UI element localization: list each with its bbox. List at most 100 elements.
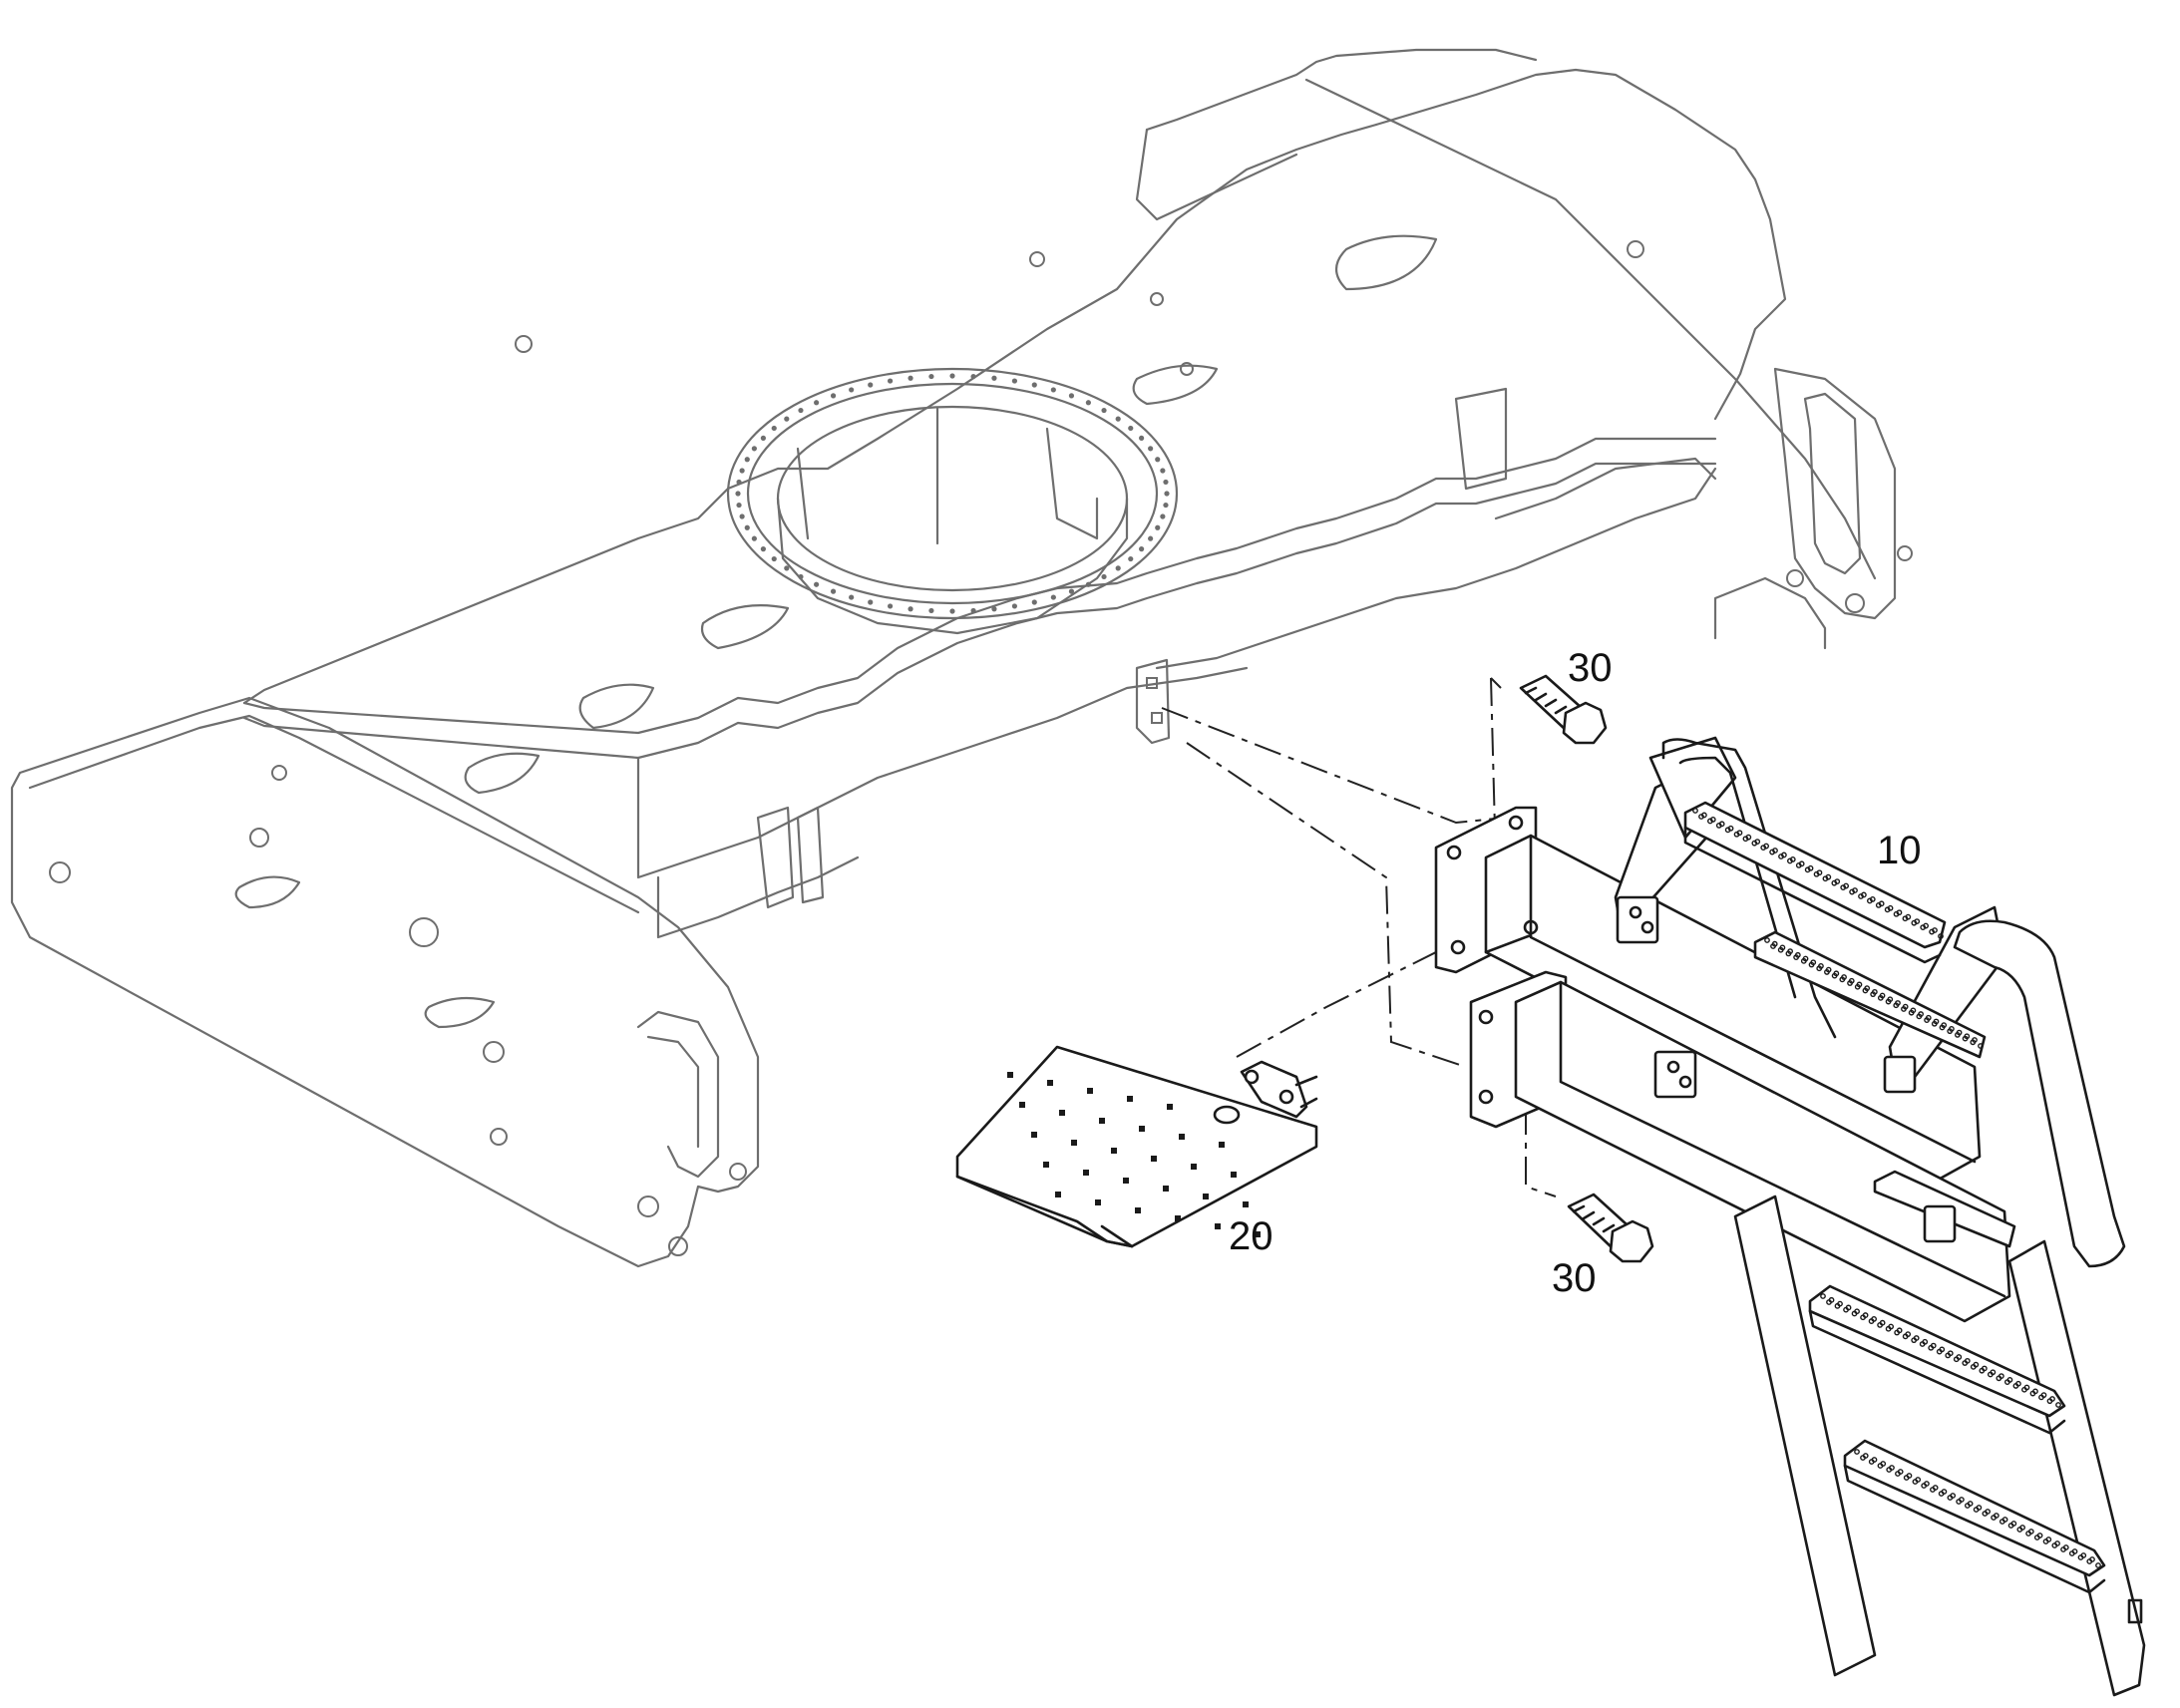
- step-perforation: [1915, 1477, 1922, 1483]
- step-perforation: [1825, 966, 1832, 973]
- ring-bolt-hole: [1085, 581, 1091, 587]
- step-perforation: [1896, 1327, 1903, 1334]
- step-perforation: [1816, 869, 1823, 876]
- step-perforation: [1862, 1312, 1869, 1318]
- step-perforation: [1871, 988, 1878, 995]
- step-perforation: [1798, 860, 1805, 867]
- plate-hole: [1083, 1170, 1089, 1176]
- ring-bolt-hole: [849, 594, 855, 600]
- ring-bolt-hole: [735, 491, 741, 497]
- plate-hole: [1007, 1072, 1013, 1078]
- ring-bolt-hole: [1011, 603, 1018, 609]
- step-perforation: [1787, 948, 1794, 955]
- ring-bolt-hole: [798, 573, 804, 580]
- plate-hole: [1191, 1164, 1197, 1170]
- bolt-lower[interactable]: [1567, 1193, 1654, 1263]
- step-perforation: [1848, 977, 1855, 984]
- bracket-plate-upper-left: [1616, 895, 1659, 944]
- ladder-assembly[interactable]: [1434, 736, 2146, 1697]
- step-plate-holes: [1007, 1072, 1261, 1237]
- ring-bolt-hole: [798, 407, 804, 414]
- step-perforation: [2071, 1548, 2078, 1554]
- ring-bolt-hole: [1031, 382, 1037, 388]
- step-perforation: [1807, 864, 1814, 871]
- ring-bolt-hole: [1031, 599, 1037, 605]
- step-perforation: [1956, 1029, 1963, 1036]
- plate-hole: [1167, 1104, 1173, 1110]
- step-perforation: [1869, 895, 1876, 902]
- step-perforation: [1692, 808, 1698, 814]
- step-perforation: [2001, 1517, 2008, 1523]
- frame-mounting-bracket: [1135, 658, 1171, 745]
- ring-bolt-hole: [771, 425, 777, 432]
- step-perforation: [1841, 974, 1847, 980]
- step-perforation: [1887, 996, 1894, 1003]
- step-perforation: [1718, 821, 1725, 828]
- step-perforation: [1958, 1497, 1965, 1503]
- ring-bolt-hole: [830, 393, 837, 399]
- step-perforation: [1888, 1323, 1895, 1330]
- ring-bolt-hole: [887, 378, 894, 384]
- slewing-ring-holes: [735, 373, 1170, 614]
- step-perforation: [2036, 1533, 2043, 1538]
- plate-hole: [1095, 1199, 1101, 1205]
- step-perforation: [1932, 927, 1938, 933]
- step-perforation: [1978, 1043, 1984, 1049]
- ring-bolt-hole: [1115, 416, 1121, 422]
- plate-hole: [1123, 1178, 1129, 1184]
- step-perforation: [1871, 1315, 1878, 1322]
- step-perforation: [1913, 1335, 1920, 1341]
- step-perforation: [2095, 1562, 2101, 1568]
- ring-bolt-hole: [760, 435, 766, 441]
- plate-hole: [1043, 1162, 1049, 1168]
- bracket-plate-lower-left: [1653, 1050, 1697, 1099]
- plate-hole: [1031, 1132, 1037, 1138]
- step-perforation: [1990, 1369, 1997, 1376]
- step-perforation: [1948, 1025, 1955, 1032]
- ring-bolt-hole: [739, 468, 745, 474]
- ring-bolt-hole: [1011, 378, 1018, 384]
- step-perforation: [2049, 1396, 2055, 1402]
- step-perforation: [1923, 922, 1930, 929]
- step-perforation: [1810, 959, 1817, 966]
- step-perforation: [2045, 1537, 2052, 1542]
- step-plate[interactable]: [955, 1045, 1318, 1248]
- ring-bolt-hole: [1155, 457, 1161, 463]
- ring-bolt-hole: [1160, 513, 1166, 519]
- step-perforation: [1852, 887, 1858, 893]
- step-perforation: [1922, 1338, 1929, 1345]
- ring-bolt-hole: [771, 555, 777, 562]
- ring-bolt-hole: [928, 373, 934, 380]
- ring-bolt-hole: [760, 546, 766, 552]
- ring-bolt-hole: [1068, 393, 1075, 399]
- plate-hole: [1163, 1186, 1169, 1192]
- ring-bolt-hole: [751, 535, 757, 541]
- step-perforation: [1856, 981, 1863, 988]
- plate-hole: [1135, 1207, 1141, 1213]
- ring-bolt-hole: [1148, 446, 1154, 452]
- step-perforation: [1871, 1457, 1878, 1463]
- step-perforation: [1736, 830, 1743, 837]
- step-perforation: [1854, 1308, 1860, 1315]
- plate-hole: [1127, 1096, 1133, 1102]
- bolt-upper[interactable]: [1519, 674, 1608, 745]
- ring-bolt-hole: [1148, 535, 1154, 541]
- ring-bolt-hole: [1115, 565, 1121, 571]
- step-perforation: [1763, 843, 1770, 850]
- ring-bolt-hole: [1128, 555, 1134, 562]
- step-perforation: [1700, 812, 1707, 819]
- ring-bolt-hole: [744, 524, 750, 530]
- ring-bolt-hole: [1128, 425, 1134, 432]
- plate-hole: [1219, 1142, 1225, 1148]
- step-perforation: [1845, 1304, 1852, 1311]
- step-perforation: [1993, 1513, 1999, 1519]
- step-perforation: [1939, 1346, 1946, 1353]
- ring-bolt-hole: [908, 606, 913, 612]
- plate-hole: [1099, 1118, 1105, 1124]
- step-perforation: [1947, 1350, 1954, 1357]
- bracket-plate-right: [1883, 1055, 1917, 1094]
- ring-bolt-hole: [1155, 524, 1161, 530]
- step-perforation: [1727, 825, 1734, 832]
- step-perforation: [2010, 1521, 2017, 1527]
